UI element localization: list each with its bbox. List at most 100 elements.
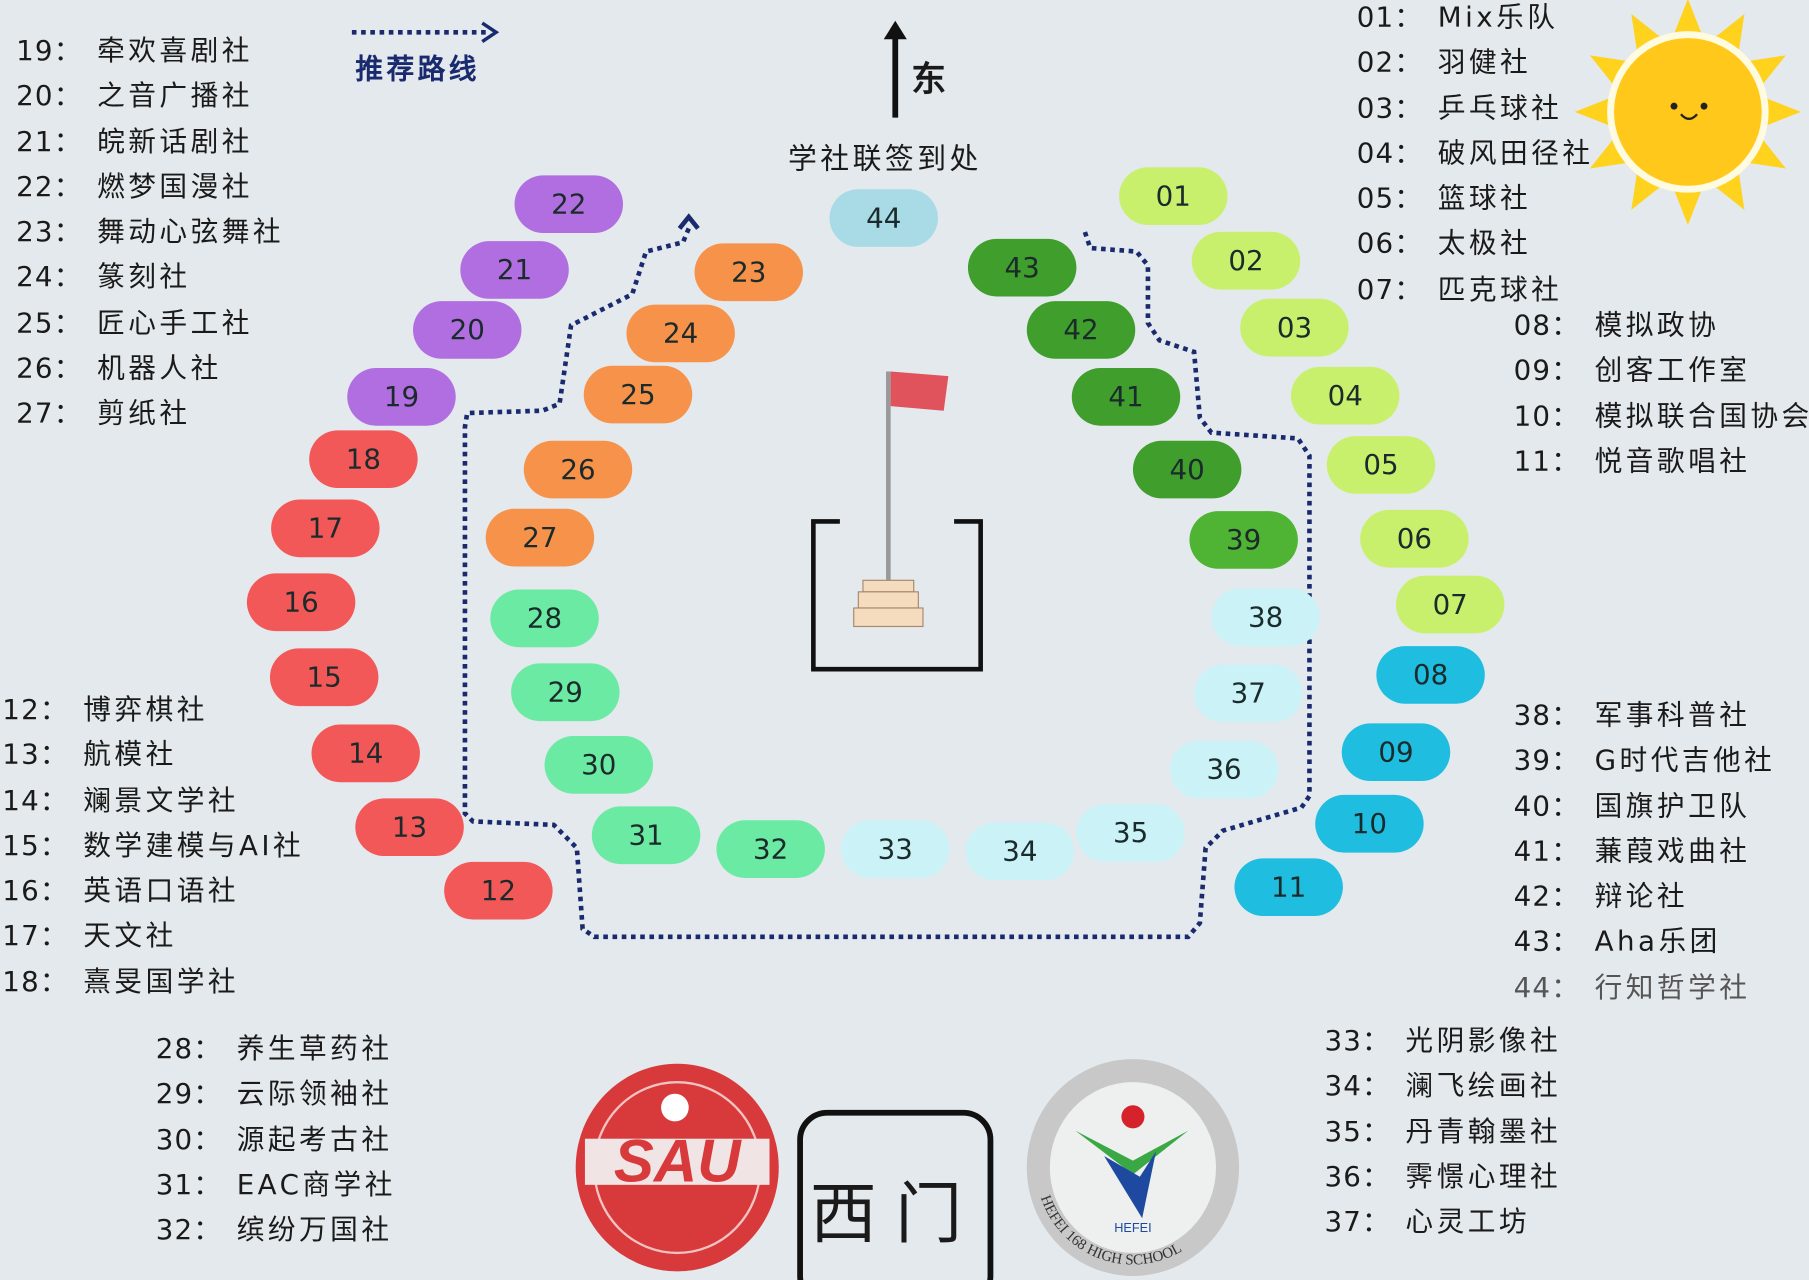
legend-item-05: 05： 篮球社 <box>1357 181 1594 216</box>
booth-25[interactable]: 25 <box>583 365 693 424</box>
legend-club-name: 航模社 <box>83 738 177 772</box>
booth-14[interactable]: 14 <box>311 724 420 783</box>
booth-33[interactable]: 33 <box>841 820 950 878</box>
legend-number: 16 <box>2 874 40 908</box>
legend-number: 33 <box>1324 1024 1362 1057</box>
booth-41[interactable]: 41 <box>1071 368 1181 426</box>
booth-39[interactable]: 39 <box>1189 511 1298 569</box>
legend-separator: ： <box>53 125 98 158</box>
legend-separator: ： <box>193 1213 237 1247</box>
legend-club-name: 行知哲学社 <box>1594 971 1751 1004</box>
booth-18[interactable]: 18 <box>309 430 418 489</box>
booth-32[interactable]: 32 <box>716 820 825 878</box>
booth-40[interactable]: 40 <box>1132 440 1242 499</box>
booth-27[interactable]: 27 <box>485 508 595 567</box>
booth-43[interactable]: 43 <box>967 238 1077 297</box>
legend-number: 05 <box>1356 182 1395 215</box>
legend-number: 34 <box>1324 1069 1362 1103</box>
booth-07[interactable]: 07 <box>1395 575 1505 634</box>
legend-item-07: 07： 匹克球社 <box>1357 272 1594 307</box>
legend-item-42: 42： 辩论社 <box>1514 879 1776 914</box>
booth-13[interactable]: 13 <box>355 798 464 857</box>
legend-club-name: 养生草药社 <box>236 1032 393 1065</box>
booth-42[interactable]: 42 <box>1026 301 1136 359</box>
sun-ray <box>1631 13 1664 55</box>
booth-17[interactable]: 17 <box>271 499 380 558</box>
legend-club-name: 斓景文学社 <box>83 784 240 817</box>
legend-separator: ： <box>53 306 98 339</box>
booth-37[interactable]: 37 <box>1194 664 1303 723</box>
legend-separator: ： <box>1394 227 1438 261</box>
legend-separator: ： <box>39 829 84 862</box>
booth-16[interactable]: 16 <box>246 573 356 632</box>
legend-number: 43 <box>1513 925 1552 959</box>
legend-item-26: 26： 机器人社 <box>16 351 284 386</box>
sun-ray <box>1744 55 1786 88</box>
legend-item-01: 01： Mix乐队 <box>1357 0 1594 35</box>
booth-21[interactable]: 21 <box>460 241 569 299</box>
booth-01[interactable]: 01 <box>1119 167 1228 225</box>
booth-34[interactable]: 34 <box>965 822 1075 881</box>
legend-item-27: 27： 剪纸社 <box>16 396 284 431</box>
legend-number: 19 <box>16 34 54 67</box>
booth-31[interactable]: 31 <box>591 806 701 865</box>
booth-44[interactable]: 44 <box>829 189 938 247</box>
legend-club-name: 乒乓球社 <box>1437 91 1563 125</box>
booth-05[interactable]: 05 <box>1326 436 1436 494</box>
legend-item-03: 03： 乒乓球社 <box>1357 91 1594 126</box>
booth-22[interactable]: 22 <box>514 175 623 234</box>
booth-02[interactable]: 02 <box>1191 231 1301 290</box>
booth-12[interactable]: 12 <box>444 861 553 920</box>
route-arrow-icon <box>677 213 700 230</box>
legend-number: 38 <box>1513 699 1552 732</box>
booth-20[interactable]: 20 <box>413 301 522 359</box>
sun-ray <box>1712 13 1745 55</box>
legend-item-25: 25： 匠心手工社 <box>16 305 284 340</box>
legend-club-name: 国旗护卫队 <box>1594 789 1751 823</box>
booth-36[interactable]: 36 <box>1169 740 1279 799</box>
legend-club-name: 羽健社 <box>1437 46 1532 79</box>
booth-11[interactable]: 11 <box>1234 858 1343 917</box>
legend-item-38: 38： 军事科普社 <box>1514 698 1776 733</box>
booth-06[interactable]: 06 <box>1360 509 1469 568</box>
legend-club-name: 牵欢喜剧社 <box>97 34 253 67</box>
legend-separator: ： <box>1394 91 1438 125</box>
legend-number: 08 <box>1513 309 1552 342</box>
booth-10[interactable]: 10 <box>1315 794 1424 853</box>
legend-club-name: 英语口语社 <box>83 874 240 908</box>
booth-38[interactable]: 38 <box>1211 588 1320 647</box>
sau-logo: SAU <box>575 1063 779 1272</box>
booth-29[interactable]: 29 <box>511 663 620 722</box>
booth-23[interactable]: 23 <box>694 243 803 302</box>
booth-19[interactable]: 19 <box>347 368 456 426</box>
booth-09[interactable]: 09 <box>1341 723 1451 782</box>
legend-item-31: 31： EAC商学社 <box>156 1167 396 1202</box>
legend-separator: ： <box>1394 137 1438 170</box>
booth-08[interactable]: 08 <box>1376 646 1485 704</box>
legend-separator: ： <box>53 34 98 67</box>
legend-number: 40 <box>1513 789 1552 823</box>
legend-separator: ： <box>39 874 84 908</box>
legend-item-40: 40： 国旗护卫队 <box>1514 789 1776 824</box>
booth-26[interactable]: 26 <box>523 440 633 499</box>
booth-04[interactable]: 04 <box>1290 366 1400 425</box>
booth-24[interactable]: 24 <box>626 304 735 363</box>
legend-item-30: 30： 源起考古社 <box>156 1122 396 1157</box>
legend-separator: ： <box>193 1077 237 1111</box>
legend-item-13: 13： 航模社 <box>2 738 304 773</box>
booth-35[interactable]: 35 <box>1076 804 1185 862</box>
booth-15[interactable]: 15 <box>269 648 379 707</box>
booth-30[interactable]: 30 <box>544 736 653 794</box>
legend-item-04: 04： 破风田径社 <box>1357 136 1594 171</box>
legend-club-name: 云际领袖社 <box>236 1077 393 1111</box>
booth-03[interactable]: 03 <box>1240 298 1349 357</box>
legend-club-name: 模拟联合国协会 <box>1594 399 1809 433</box>
booth-28[interactable]: 28 <box>490 589 599 648</box>
legend-item-34: 34： 澜飞绘画社 <box>1324 1069 1561 1104</box>
legend-item-33: 33： 光阴影像社 <box>1324 1023 1561 1058</box>
legend-number: 20 <box>16 79 54 113</box>
legend-number: 26 <box>16 351 54 385</box>
legend-separator: ： <box>53 397 98 430</box>
